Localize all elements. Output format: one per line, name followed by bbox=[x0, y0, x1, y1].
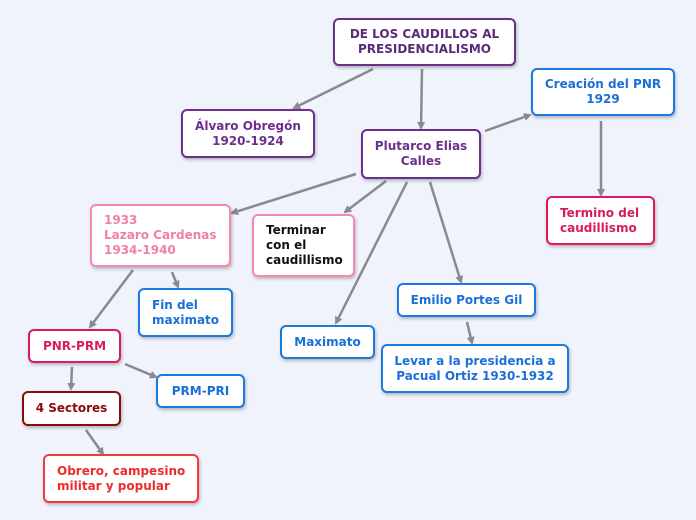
node-obregon[interactable]: Álvaro Obregón 1920-1924 bbox=[181, 109, 315, 158]
link-calles-portes bbox=[428, 181, 464, 284]
node-prm-pri[interactable]: PRM-PRI bbox=[156, 374, 245, 408]
link-cardenas-pnrprm bbox=[88, 269, 134, 329]
link-title-calles bbox=[417, 68, 426, 130]
link-pnrprm-sectores bbox=[67, 366, 76, 391]
node-terminar[interactable]: Terminar con el caudillismo bbox=[252, 214, 355, 277]
node-pnr-prm[interactable]: PNR-PRM bbox=[28, 329, 121, 363]
node-calles[interactable]: Plutarco Elias Calles bbox=[361, 129, 481, 179]
link-calles-pnr bbox=[484, 113, 532, 133]
node-pnr[interactable]: Creación del PNR 1929 bbox=[531, 68, 675, 116]
node-cardenas[interactable]: 1933 Lazaro Cardenas 1934-1940 bbox=[90, 204, 231, 267]
link-pnrprm-prmpri bbox=[124, 362, 158, 379]
link-title-obregon bbox=[292, 67, 374, 110]
node-fin-maximato[interactable]: Fin del maximato bbox=[138, 288, 233, 337]
link-portes-ortiz bbox=[465, 321, 475, 345]
node-ortiz[interactable]: Levar a la presidencia a Pacual Ortiz 19… bbox=[381, 344, 569, 393]
central-topic[interactable]: DE LOS CAUDILLOS AL PRESIDENCIALISMO bbox=[333, 18, 516, 66]
link-calles-cardenas bbox=[230, 172, 357, 216]
node-termino[interactable]: Termino del caudillismo bbox=[546, 196, 655, 245]
link-cardenas-fin bbox=[170, 271, 180, 289]
node-maximato[interactable]: Maximato bbox=[280, 325, 375, 359]
link-calles-maximato bbox=[334, 181, 409, 325]
link-calles-terminar bbox=[343, 180, 387, 214]
node-obrero[interactable]: Obrero, campesino militar y popular bbox=[43, 454, 199, 503]
link-sectores-obrero bbox=[84, 429, 105, 456]
node-portes-gil[interactable]: Emilio Portes Gil bbox=[397, 283, 536, 317]
node-sectores[interactable]: 4 Sectores bbox=[22, 391, 121, 426]
